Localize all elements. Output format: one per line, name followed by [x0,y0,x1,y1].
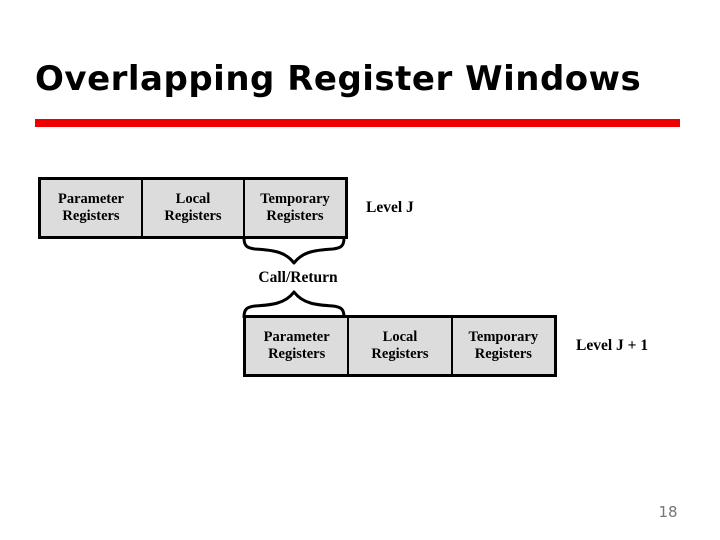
register-row-level-j-plus-1: Parameter Registers Local Registers Temp… [243,315,557,377]
curly-brace-down-icon [241,236,353,265]
register-cell-line2: Registers [268,346,326,362]
register-cell-line1: Temporary [468,329,539,345]
register-cell-temporary: Temporary Registers [452,318,554,374]
register-cell-local: Local Registers [349,318,453,374]
title-underline-rule [35,119,680,127]
register-cell-line2: Registers [371,346,429,362]
register-cell-parameter: Parameter Registers [41,180,143,236]
register-cell-line2: Registers [164,208,222,224]
register-cell-temporary: Temporary Registers [245,180,345,236]
register-cell-local: Local Registers [143,180,245,236]
level-label-j-plus-1: Level J + 1 [576,337,649,354]
call-return-label: Call/Return [258,269,338,286]
register-cell-line1: Parameter [57,191,124,207]
level-label-j: Level J [366,199,414,216]
register-cell-line1: Parameter [263,329,330,345]
register-cell-line1: Local [175,191,211,207]
register-cell-line1: Temporary [260,191,330,207]
register-cell-line1: Local [382,329,418,345]
register-cell-parameter: Parameter Registers [246,318,350,374]
page-title: Overlapping Register Windows [35,59,642,99]
curly-brace-up-icon [241,290,353,319]
page-number: 18 [658,503,678,521]
register-cell-line2: Registers [474,346,532,362]
register-row-level-j: Parameter Registers Local Registers Temp… [38,177,348,239]
register-cell-line2: Registers [266,208,324,224]
register-cell-line2: Registers [62,208,120,224]
